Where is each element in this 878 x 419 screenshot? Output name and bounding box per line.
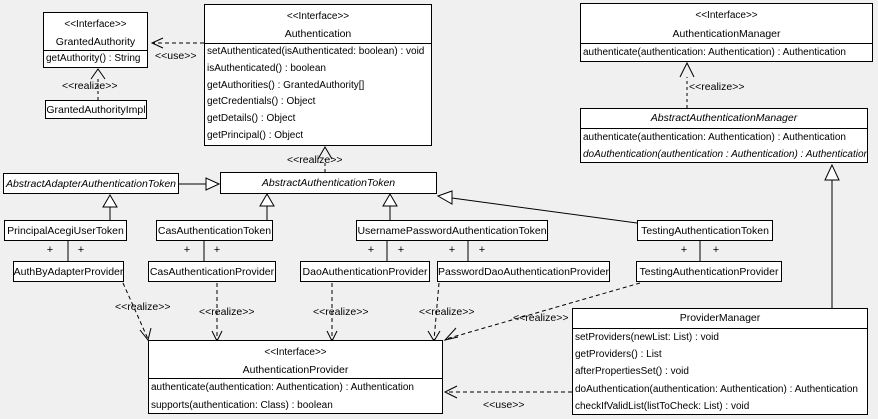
class-username-password-authentication-token[interactable]: UsernamePasswordAuthenticationToken	[356, 220, 548, 241]
method: doAuthentication(authentication : Authen…	[583, 149, 867, 160]
method: getProviders() : List	[575, 349, 662, 361]
association-plus: +	[397, 244, 405, 256]
class-abstract-adapter-authentication-token[interactable]: AbstractAdapterAuthenticationToken	[3, 173, 179, 194]
class-cas-authentication-provider[interactable]: CasAuthenticationProvider	[148, 261, 276, 282]
generalization-edge-abstractadapterauthenticationtoken	[179, 177, 221, 191]
class-name: AuthenticationManager	[672, 28, 781, 40]
association-plus: +	[46, 244, 54, 256]
class-granted-authority-impl[interactable]: GrantedAuthorityImpl	[45, 100, 147, 119]
realize-edge-abstractauthenticationmanager	[679, 61, 695, 108]
generalization-edge-providermanager	[824, 163, 840, 308]
use-edge-providermanager-authenticationprovider	[443, 385, 572, 399]
class-name: CasAuthenticationProvider	[149, 265, 275, 278]
use-label: <<use>>	[155, 50, 197, 62]
generalization-edge-testingauthenticationtoken	[436, 190, 638, 224]
class-header: AbstractAuthenticationManager	[581, 109, 867, 129]
realize-label: <<realize>>	[513, 312, 569, 324]
generalization-edge-usernamepasswordauthenticationtoken	[382, 193, 398, 221]
class-authentication-manager[interactable]: <<Interface>> AuthenticationManager auth…	[580, 3, 873, 62]
class-dao-authentication-provider[interactable]: DaoAuthenticationProvider	[300, 261, 430, 282]
method: getPrincipal() : Object	[207, 129, 304, 141]
method: setAuthenticated(isAuthenticated: boolea…	[207, 46, 425, 57]
realize-label: <<realize>>	[62, 80, 118, 92]
class-header: <<Interface>> Authentication	[205, 5, 431, 44]
class-testing-authentication-token[interactable]: TestingAuthenticationToken	[637, 220, 773, 241]
class-testing-authentication-provider[interactable]: TestingAuthenticationProvider	[636, 261, 782, 282]
realize-edge-grantedauthorityimpl	[90, 68, 106, 100]
use-label: <<use>>	[483, 399, 525, 411]
association-plus: +	[448, 244, 456, 256]
realize-label: <<realize>>	[115, 301, 171, 313]
class-principal-acegi-user-token[interactable]: PrincipalAcegiUserToken	[4, 220, 127, 241]
class-name: GrantedAuthority	[55, 36, 136, 48]
class-header: <<Interface>> AuthenticationProvider	[149, 341, 442, 379]
association-plus: +	[77, 244, 85, 256]
class-name: DaoAuthenticationProvider	[302, 265, 428, 278]
method: authenticate(authentication: Authenticat…	[583, 132, 846, 143]
class-password-dao-authentication-provider[interactable]: PasswordDaoAuthenticationProvider	[437, 261, 610, 282]
generalization-edge-principalacegiusertoken	[102, 194, 118, 221]
association-plus: +	[367, 244, 375, 256]
realize-edge-abstractauthenticationtoken	[317, 146, 333, 172]
method: afterPropertiesSet() : void	[575, 366, 689, 378]
class-name: PrincipalAcegiUserToken	[7, 224, 124, 237]
class-name: AbstractAuthenticationToken	[261, 177, 396, 189]
realize-label: <<realize>>	[689, 81, 745, 93]
realize-edge-testingauthenticationprovider	[443, 282, 641, 341]
class-cas-authentication-token[interactable]: CasAuthenticationToken	[156, 220, 273, 241]
method: getAuthority() : String	[46, 53, 141, 64]
class-name: AbstractAdapterAuthenticationToken	[5, 177, 177, 190]
class-name: CasAuthenticationToken	[157, 224, 272, 237]
class-header: <<Interface>> GrantedAuthority	[44, 13, 147, 51]
method: checkIfValidList(listToCheck: List) : vo…	[575, 400, 750, 412]
class-name: GrantedAuthorityImpl	[46, 103, 146, 116]
association-plus: +	[712, 244, 720, 256]
class-abstract-authentication-manager[interactable]: AbstractAuthenticationManager authentica…	[580, 108, 868, 163]
method: getDetails() : Object	[207, 113, 296, 125]
method: supports(authentication: Class) : boolea…	[151, 399, 333, 411]
method: isAuthenticated() : boolean	[207, 62, 326, 74]
generalization-edge-casauthenticationtoken	[259, 193, 275, 221]
method: getAuthorities() : GrantedAuthority[]	[207, 79, 365, 91]
association-plus: +	[680, 244, 688, 256]
class-abstract-authentication-token[interactable]: AbstractAuthenticationToken	[220, 172, 437, 194]
class-name: Authentication	[284, 28, 352, 40]
class-name: AbstractAuthenticationManager	[650, 112, 798, 124]
class-header: ProviderManager	[573, 309, 867, 329]
class-authentication-provider[interactable]: <<Interface>> AuthenticationProvider aut…	[148, 340, 443, 414]
class-name: UsernamePasswordAuthenticationToken	[357, 224, 547, 237]
class-authentication[interactable]: <<Interface>> Authentication setAuthenti…	[204, 4, 432, 146]
class-provider-manager[interactable]: ProviderManager setProviders(newList: Li…	[572, 308, 868, 415]
class-name: AuthenticationProvider	[242, 364, 349, 376]
method: authenticate(authentication: Authenticat…	[583, 47, 846, 58]
class-header: <<Interface>> AuthenticationManager	[581, 4, 872, 44]
class-name: TestingAuthenticationProvider	[639, 265, 779, 278]
use-edge-authentication-grantedauthority	[150, 37, 204, 49]
class-granted-authority[interactable]: <<Interface>> GrantedAuthority getAuthor…	[43, 12, 148, 68]
realize-label: <<realize>>	[287, 154, 343, 166]
stereotype: <<Interface>>	[286, 11, 350, 22]
stereotype: <<Interface>>	[64, 19, 127, 30]
stereotype: <<Interface>>	[695, 10, 758, 21]
method: setProviders(newList: List) : void	[575, 332, 719, 343]
association-plus: +	[213, 244, 221, 256]
realize-label: <<realize>>	[313, 306, 369, 318]
class-name: AuthByAdapterProvider	[13, 265, 124, 278]
class-auth-by-adapter-provider[interactable]: AuthByAdapterProvider	[13, 261, 124, 282]
class-name: TestingAuthenticationToken	[641, 224, 769, 237]
association-plus: +	[478, 244, 486, 256]
realize-label: <<realize>>	[419, 306, 475, 318]
realize-label: <<realize>>	[199, 306, 255, 318]
class-name: PasswordDaoAuthenticationProvider	[438, 265, 610, 278]
method: doAuthentication(authentication: Authent…	[575, 383, 858, 395]
association-plus: +	[183, 244, 191, 256]
method: getCredentials() : Object	[207, 96, 316, 108]
method: authenticate(authentication: Authenticat…	[151, 382, 414, 393]
class-name: ProviderManager	[679, 312, 761, 324]
stereotype: <<Interface>>	[264, 347, 327, 358]
